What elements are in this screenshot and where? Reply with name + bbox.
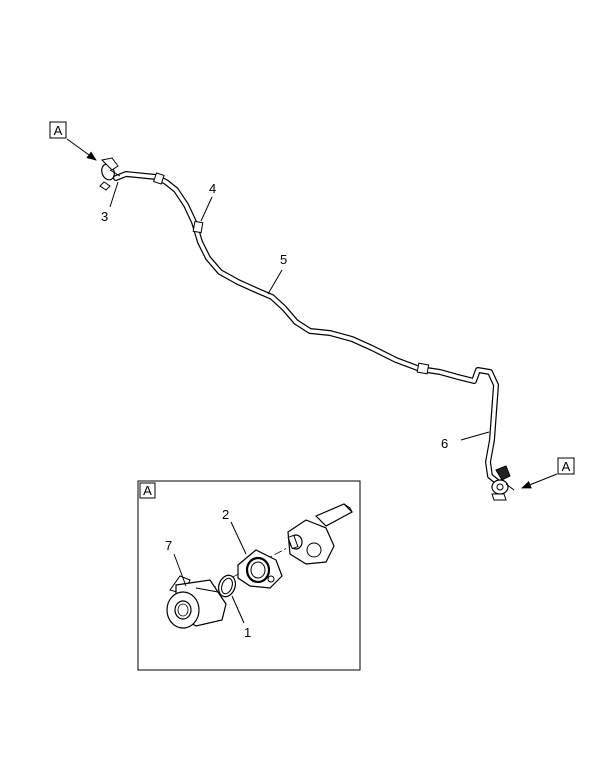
right-end-fitting <box>491 465 515 501</box>
tube-body <box>114 172 502 486</box>
callout-4: 4 <box>200 181 216 222</box>
svg-text:5: 5 <box>280 252 287 267</box>
svg-text:3: 3 <box>101 209 108 224</box>
callout-3: 3 <box>101 181 119 224</box>
svg-text:4: 4 <box>209 181 216 196</box>
svg-text:7: 7 <box>165 538 172 553</box>
svg-text:1: 1 <box>244 625 251 640</box>
left-end-fitting <box>99 157 121 191</box>
detail-view-tag <box>139 482 156 499</box>
part-7-fitting <box>166 575 227 629</box>
view-ref-left: A <box>49 121 97 161</box>
view-ref-right-label: A <box>562 459 571 474</box>
part-1-o-ring <box>217 574 237 598</box>
part-2-gasket <box>237 549 283 589</box>
callout-6: 6 <box>441 431 490 451</box>
callout-1: 1 <box>231 595 251 640</box>
detail-view-a: A <box>137 480 361 671</box>
svg-text:6: 6 <box>441 436 448 451</box>
tube-sleeve-left <box>153 172 165 185</box>
view-ref-left-label: A <box>54 123 63 138</box>
view-ref-right-box <box>557 457 575 475</box>
tube-sleeve-right <box>416 362 430 375</box>
view-ref-right: A <box>521 457 575 489</box>
tube-assembly <box>99 157 515 501</box>
callout-7: 7 <box>165 538 187 587</box>
view-ref-right-arrow <box>521 473 558 489</box>
tube-sleeve-upper <box>192 220 204 234</box>
detail-view-tag-label: A <box>143 483 152 498</box>
callout-2: 2 <box>222 507 247 555</box>
callout-5: 5 <box>267 252 287 295</box>
view-ref-left-box <box>49 121 67 139</box>
tube-flange-end <box>287 503 353 565</box>
svg-text:2: 2 <box>222 507 229 522</box>
view-ref-left-arrow <box>66 138 97 161</box>
